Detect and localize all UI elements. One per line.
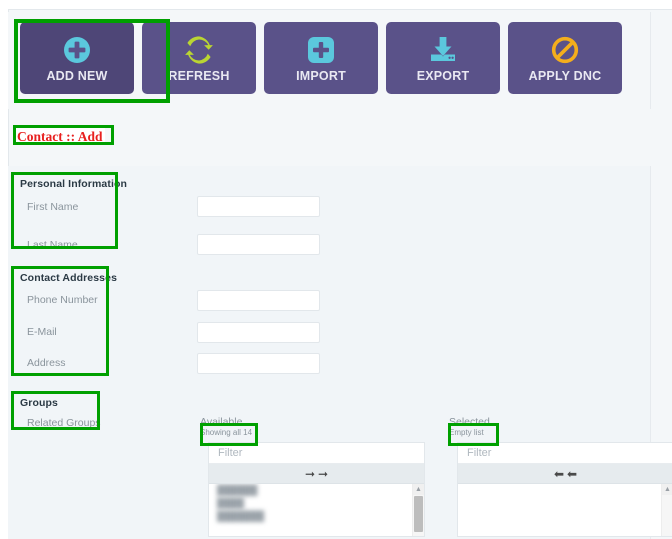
move-right-button[interactable]: ➞ ➞ xyxy=(209,464,424,484)
available-listbox: ➞ ➞ ██████ ████ ███████ ▲ xyxy=(208,442,425,537)
selected-picklist: Selected Empty list ⬅ ⬅ ▲ xyxy=(449,416,672,537)
no-entry-icon xyxy=(548,33,582,67)
available-scrollbar[interactable]: ▲ xyxy=(412,484,424,536)
circle-plus-icon xyxy=(60,33,94,67)
list-item[interactable]: ██████ xyxy=(217,485,258,496)
export-button[interactable]: EXPORT xyxy=(386,22,500,94)
available-filter-input[interactable] xyxy=(209,443,424,464)
import-label: IMPORT xyxy=(296,69,346,83)
available-subtitle: Showing all 14 xyxy=(200,428,253,437)
label-phone-number: Phone Number xyxy=(27,294,98,306)
section-title-groups: Groups xyxy=(20,397,58,409)
download-tray-icon xyxy=(426,33,460,67)
phone-number-input[interactable] xyxy=(197,290,320,311)
breadcrumb: Contact :: Add xyxy=(16,128,105,145)
available-items-list[interactable]: ██████ ████ ███████ ▲ xyxy=(209,484,424,536)
label-e-mail: E-Mail xyxy=(27,326,57,338)
scroll-up-icon[interactable]: ▲ xyxy=(662,484,672,495)
arrow-right-icon-2: ➞ xyxy=(318,466,329,481)
add-new-button[interactable]: ADD NEW xyxy=(20,22,134,94)
list-item[interactable]: ███████ xyxy=(217,511,265,522)
available-picklist: Available Showing all 14 ➞ ➞ ██████ ████… xyxy=(200,416,425,537)
last-name-input[interactable] xyxy=(197,234,320,255)
arrow-left-icon-2: ⬅ xyxy=(567,466,578,481)
action-toolbar: ADD NEW REFRESH xyxy=(20,22,622,94)
arrow-left-icon: ⬅ xyxy=(553,466,564,481)
refresh-button[interactable]: REFRESH xyxy=(142,22,256,94)
square-plus-icon xyxy=(304,33,338,67)
selected-listbox: ⬅ ⬅ ▲ xyxy=(457,442,672,537)
apply-dnc-label: APPLY DNC xyxy=(528,69,602,83)
label-first-name: First Name xyxy=(27,201,79,213)
label-related-groups: Related Groups xyxy=(27,417,101,429)
selected-title: Selected xyxy=(449,416,490,428)
import-button[interactable]: IMPORT xyxy=(264,22,378,94)
scroll-up-icon[interactable]: ▲ xyxy=(413,484,424,495)
export-label: EXPORT xyxy=(416,69,470,83)
add-new-label: ADD NEW xyxy=(46,69,108,83)
arrow-right-icon: ➞ xyxy=(304,466,315,481)
available-title: Available xyxy=(200,416,243,428)
apply-dnc-button[interactable]: APPLY DNC xyxy=(508,22,622,94)
scrollbar-thumb[interactable] xyxy=(414,496,423,532)
first-name-input[interactable] xyxy=(197,196,320,217)
section-title-contact-addresses: Contact Addresses xyxy=(20,272,118,284)
list-item[interactable]: ████ xyxy=(217,498,244,509)
label-address: Address xyxy=(27,357,66,369)
selected-items-list[interactable]: ▲ xyxy=(458,484,672,536)
toolbar-panel: ADD NEW REFRESH xyxy=(8,12,651,109)
e-mail-input[interactable] xyxy=(197,322,320,343)
refresh-arrows-icon xyxy=(182,33,216,67)
move-left-button[interactable]: ⬅ ⬅ xyxy=(458,464,672,484)
selected-subtitle: Empty list xyxy=(449,428,484,437)
section-title-personal-information: Personal Information xyxy=(20,178,128,190)
selected-scrollbar[interactable]: ▲ xyxy=(661,484,672,536)
refresh-label: REFRESH xyxy=(168,69,230,83)
label-last-name: Last Name xyxy=(27,239,78,251)
address-input[interactable] xyxy=(197,353,320,374)
form-panel: Personal Information First Name Last Nam… xyxy=(8,166,672,539)
selected-filter-input[interactable] xyxy=(458,443,672,464)
